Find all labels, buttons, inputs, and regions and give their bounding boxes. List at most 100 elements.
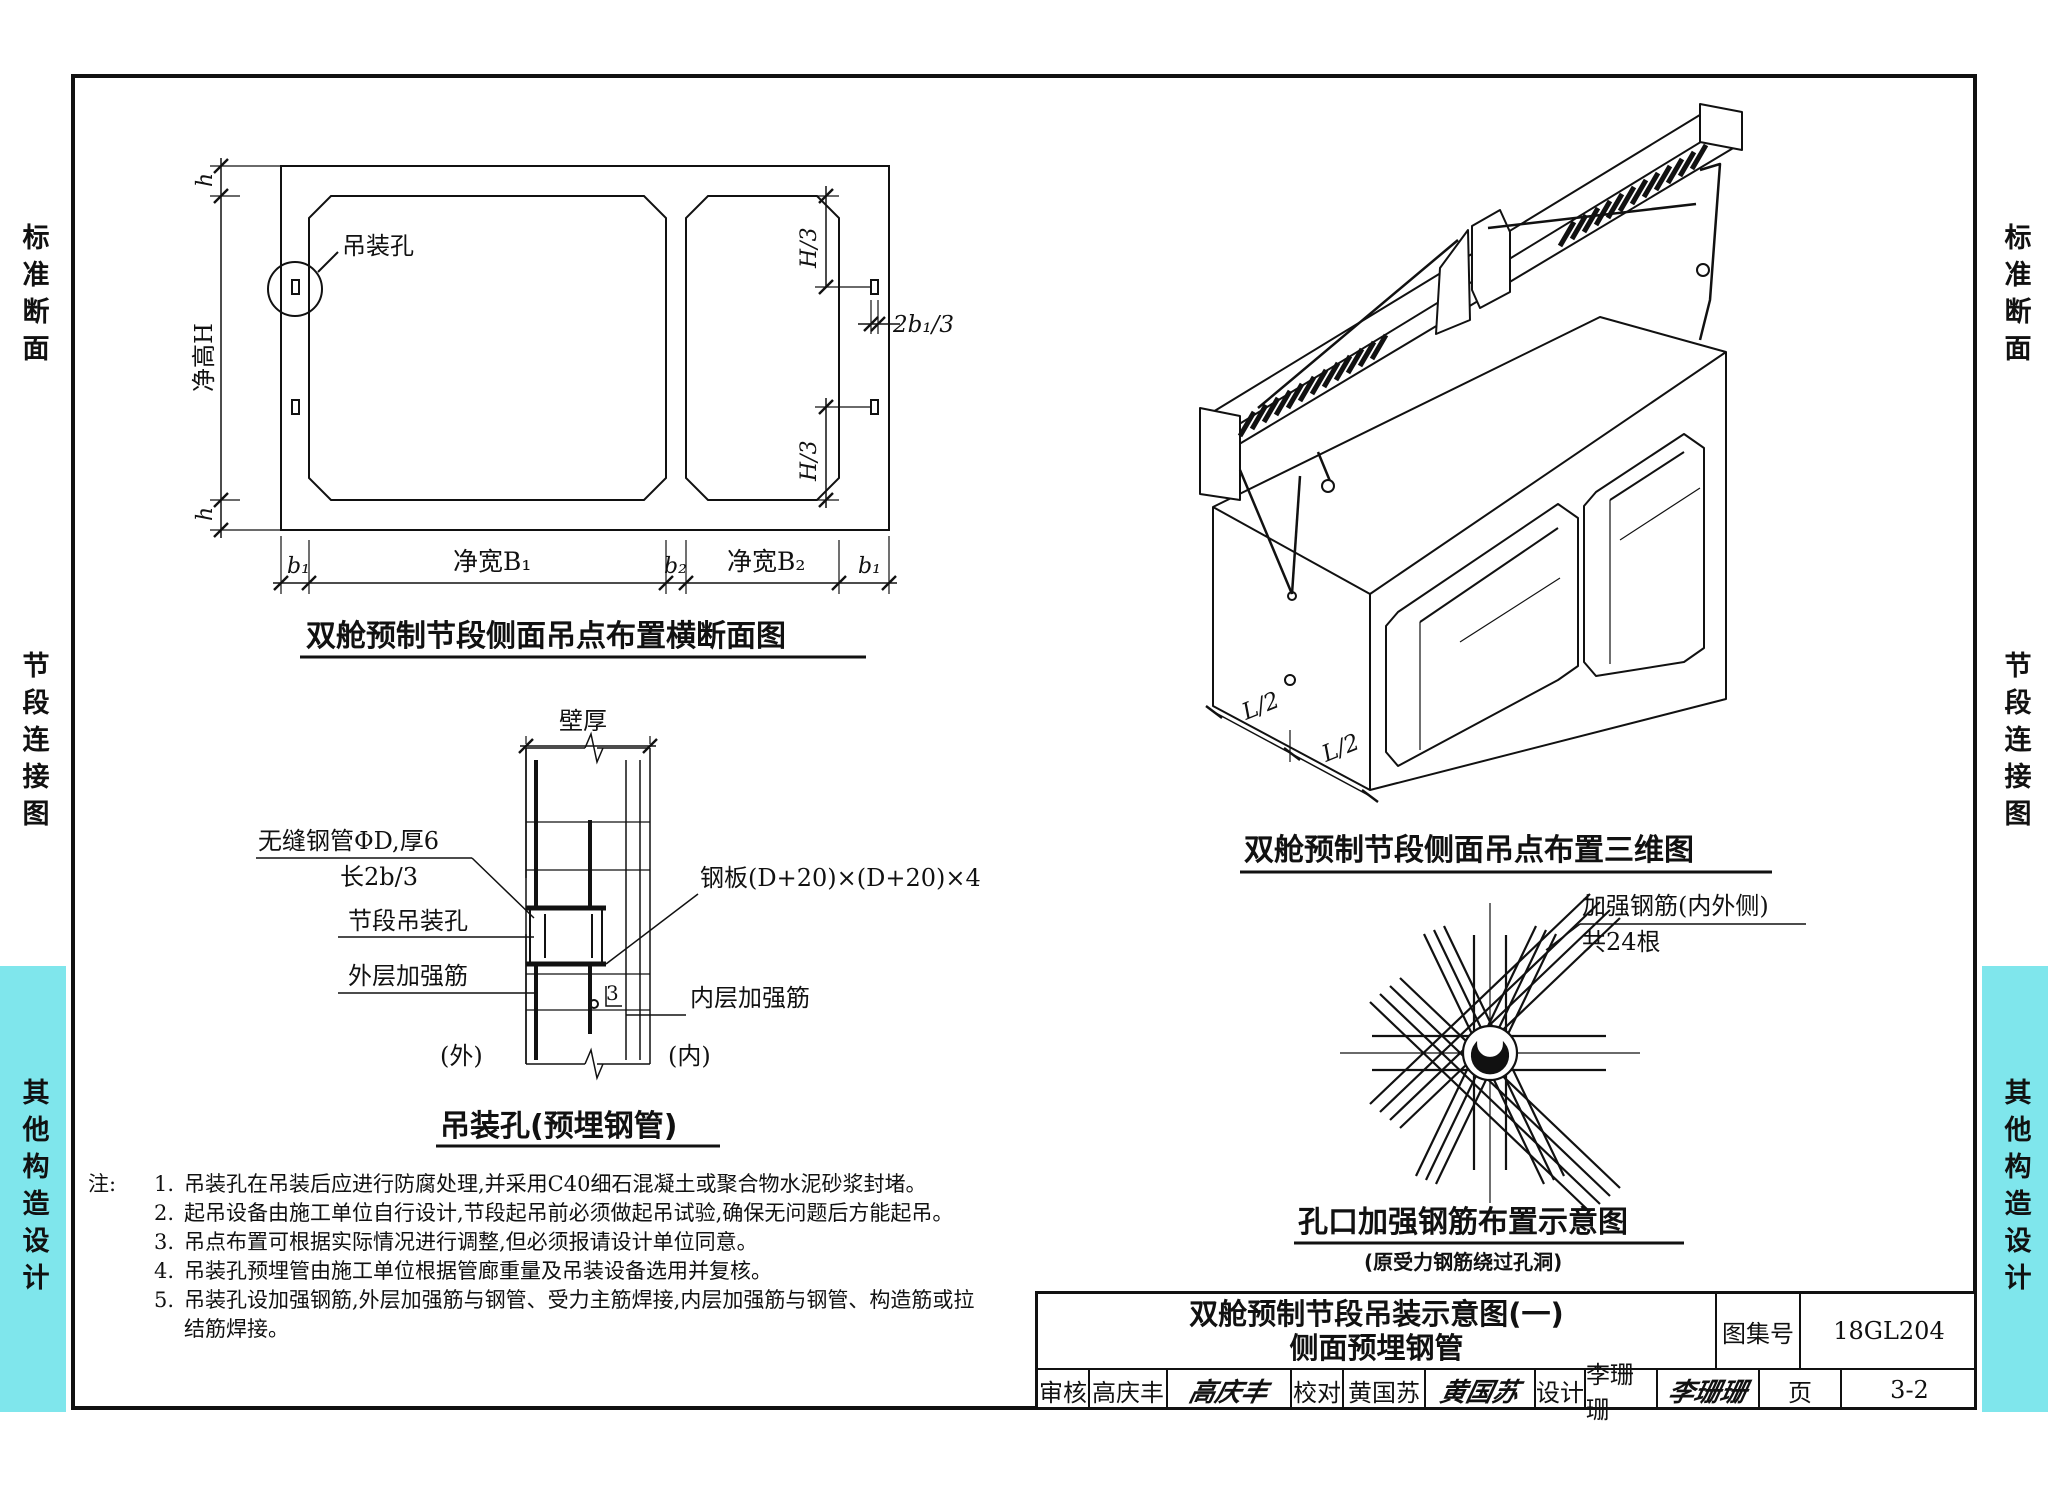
note-text: 吊装孔预埋管由施工单位根据管廊重量及吊装设备选用并复核。 — [184, 1259, 772, 1283]
segment-hole-label: 节段吊装孔 — [348, 907, 468, 935]
h-label-bottom: h — [193, 507, 218, 521]
note-number: 2. — [153, 1201, 174, 1225]
right-tab-segment-connection[interactable]: 节段连接图 — [1982, 520, 2048, 966]
signature-text: 黄国苏 — [1437, 1377, 1522, 1408]
outside-label: (外) — [440, 1042, 483, 1070]
left-tab-segment-connection[interactable]: 节段连接图 — [0, 520, 66, 966]
note-number: 4. — [153, 1259, 174, 1283]
right-tab-label: 节段连接图 — [1999, 650, 2031, 836]
left-tab-standard-section[interactable]: 标准断面 — [0, 74, 66, 520]
title-line-2: 侧面预埋钢管 — [1289, 1331, 1464, 1365]
note-item: 4. 吊装孔预埋管由施工单位根据管廊重量及吊装设备选用并复核。 — [88, 1257, 988, 1286]
height-label: 净高H — [190, 323, 218, 392]
cross-section-drawing — [210, 158, 900, 594]
lifting-lug — [1471, 209, 1511, 309]
beam-ribs — [1237, 143, 1709, 438]
rebar-arrangement-drawing — [1340, 893, 1806, 1213]
note-text: 吊点布置可根据实际情况进行调整,但必须报请设计单位同意。 — [184, 1230, 758, 1254]
isometric-caption: 双舱预制节段侧面吊点布置三维图 — [1244, 833, 1694, 868]
isometric-view-drawing — [1199, 103, 1743, 803]
third-label-top: H/3 — [797, 227, 822, 269]
design-label: 设计 — [1536, 1370, 1586, 1410]
pipe-length-label: 长2b/3 — [340, 863, 418, 891]
inside-label: (内) — [668, 1042, 711, 1070]
front-cell-right — [1583, 433, 1705, 677]
title-line-1: 双舱预制节段吊装示意图(一) — [1189, 1297, 1564, 1331]
front-cell-left — [1385, 503, 1579, 767]
section-outline — [280, 165, 890, 531]
cross-section-labels: 吊装孔 h h 净高H H/3 H/3 2b₁/3 b₁ 净宽B₁ b₂ 净宽B… — [190, 173, 954, 659]
wall-thickness-label: 壁厚 — [559, 707, 607, 735]
rebar-arrangement-labels: 加强钢筋(内外侧) 共24根 孔口加强钢筋布置示意图 (原受力钢筋绕过孔洞) — [1294, 892, 1769, 1274]
right-tab-label: 其他构造设计 — [1999, 1078, 2031, 1300]
width2-label: 净宽B₂ — [727, 547, 805, 576]
segment-body — [1212, 316, 1727, 791]
review-label: 审核 — [1038, 1370, 1090, 1410]
check-label: 校对 — [1292, 1370, 1344, 1410]
reviewer-signature: 高庆丰 — [1168, 1370, 1292, 1410]
hole-detail-labels: 壁厚 无缝钢管ΦD,厚6 长2b/3 节段吊装孔 外层加强筋 钢板(D+20)×… — [258, 707, 981, 1148]
note-number: 5. — [153, 1288, 174, 1312]
b1-label-left: b₁ — [287, 554, 310, 579]
b2-label: b₂ — [664, 554, 687, 579]
rebar-caption: 孔口加强钢筋布置示意图 — [1298, 1205, 1628, 1240]
page-label: 页 — [1760, 1370, 1842, 1410]
h-label-top: h — [193, 173, 218, 187]
note-number: 3. — [153, 1230, 174, 1254]
hole-mark — [870, 399, 879, 415]
cross-section-caption: 双舱预制节段侧面吊点布置横断面图 — [306, 619, 786, 654]
note-text: 吊装孔设加强钢筋,外层加强筋与钢管、受力主筋焊接,内层加强筋与钢管、构造筋或拉结… — [184, 1288, 975, 1341]
signature-text: 高庆丰 — [1186, 1377, 1271, 1408]
hole-label: 吊装孔 — [342, 232, 414, 260]
beam-end-plate-right — [1699, 103, 1743, 151]
right-tab-standard-section[interactable]: 标准断面 — [1982, 74, 2048, 520]
title-block: 双舱预制节段吊装示意图(一) 侧面预埋钢管 图集号 18GL204 审核 高庆丰… — [1035, 1291, 1977, 1424]
rebar-label-1: 加强钢筋(内外侧) — [1582, 892, 1769, 920]
atlas-label: 图集号 — [1717, 1294, 1801, 1370]
beam-end-plate-left — [1199, 407, 1241, 501]
lifting-hole-mark — [1284, 674, 1296, 686]
third-label-bottom: H/3 — [797, 440, 822, 482]
rebar-label-2: 共24根 — [1582, 928, 1661, 956]
designer-signature: 李珊珊 — [1658, 1370, 1760, 1410]
left-tab-other-design[interactable]: 其他构造设计 — [0, 966, 66, 1412]
hole-mark — [291, 279, 300, 295]
wall-ratio-label: 2b₁/3 — [892, 312, 954, 338]
note-item: 注: 1. 吊装孔在吊装后应进行防腐处理,并采用C40细石混凝土或聚合物水泥砂浆… — [88, 1170, 988, 1199]
left-tab-label: 节段连接图 — [17, 650, 49, 836]
note-item: 2. 起吊设备由施工单位自行设计,节段起吊前必须做起吊试验,确保无问题后方能起吊… — [88, 1199, 988, 1228]
right-tab-other-design[interactable]: 其他构造设计 — [1982, 966, 2048, 1412]
checker-signature: 黄国苏 — [1426, 1370, 1536, 1410]
notes: 注: 1. 吊装孔在吊装后应进行防腐处理,并采用C40细石混凝土或聚合物水泥砂浆… — [88, 1170, 988, 1344]
notes-lead: 注: — [88, 1172, 117, 1196]
inner-bar-label: 内层加强筋 — [690, 984, 810, 1012]
left-tab-label: 其他构造设计 — [17, 1078, 49, 1300]
note-item: 3. 吊点布置可根据实际情况进行调整,但必须报请设计单位同意。 — [88, 1228, 988, 1257]
designer-name: 李珊珊 — [1586, 1361, 1658, 1424]
hole-mark — [870, 279, 879, 295]
note-item: 5. 吊装孔设加强钢筋,外层加强筋与钢管、受力主筋焊接,内层加强筋与钢管、构造筋… — [88, 1286, 988, 1344]
note-number: 1. — [153, 1172, 174, 1196]
left-cell — [308, 195, 667, 501]
note-text: 起吊设备由施工单位自行设计,节段起吊前必须做起吊试验,确保无问题后方能起吊。 — [184, 1201, 954, 1225]
note-text: 吊装孔在吊装后应进行防腐处理,并采用C40细石混凝土或聚合物水泥砂浆封堵。 — [184, 1172, 927, 1196]
drawing-title: 双舱预制节段吊装示意图(一) 侧面预埋钢管 — [1038, 1294, 1717, 1370]
b1-label-right: b₁ — [858, 554, 881, 579]
pipe-label: 无缝钢管ΦD,厚6 — [258, 827, 439, 855]
signature-text: 李珊珊 — [1665, 1377, 1750, 1408]
hole-detail-caption: 吊装孔(预埋钢管) — [440, 1109, 677, 1144]
reviewer-name: 高庆丰 — [1090, 1370, 1168, 1410]
rebar-subcaption: (原受力钢筋绕过孔洞) — [1364, 1250, 1562, 1274]
plate-label: 钢板(D+20)×(D+20)×4 — [700, 864, 981, 892]
hole-detail-drawing — [256, 731, 699, 1081]
right-tab-label: 标准断面 — [1999, 223, 2031, 371]
outer-bar-label: 外层加强筋 — [348, 962, 468, 990]
hole-mark — [291, 399, 300, 415]
width1-label: 净宽B₁ — [453, 547, 531, 576]
atlas-number: 18GL204 — [1801, 1294, 1977, 1370]
weld-label: 3 — [606, 981, 619, 1005]
checker-name: 黄国苏 — [1344, 1370, 1426, 1410]
hole-leader — [317, 251, 339, 273]
drawing-sheet — [71, 74, 1977, 1410]
